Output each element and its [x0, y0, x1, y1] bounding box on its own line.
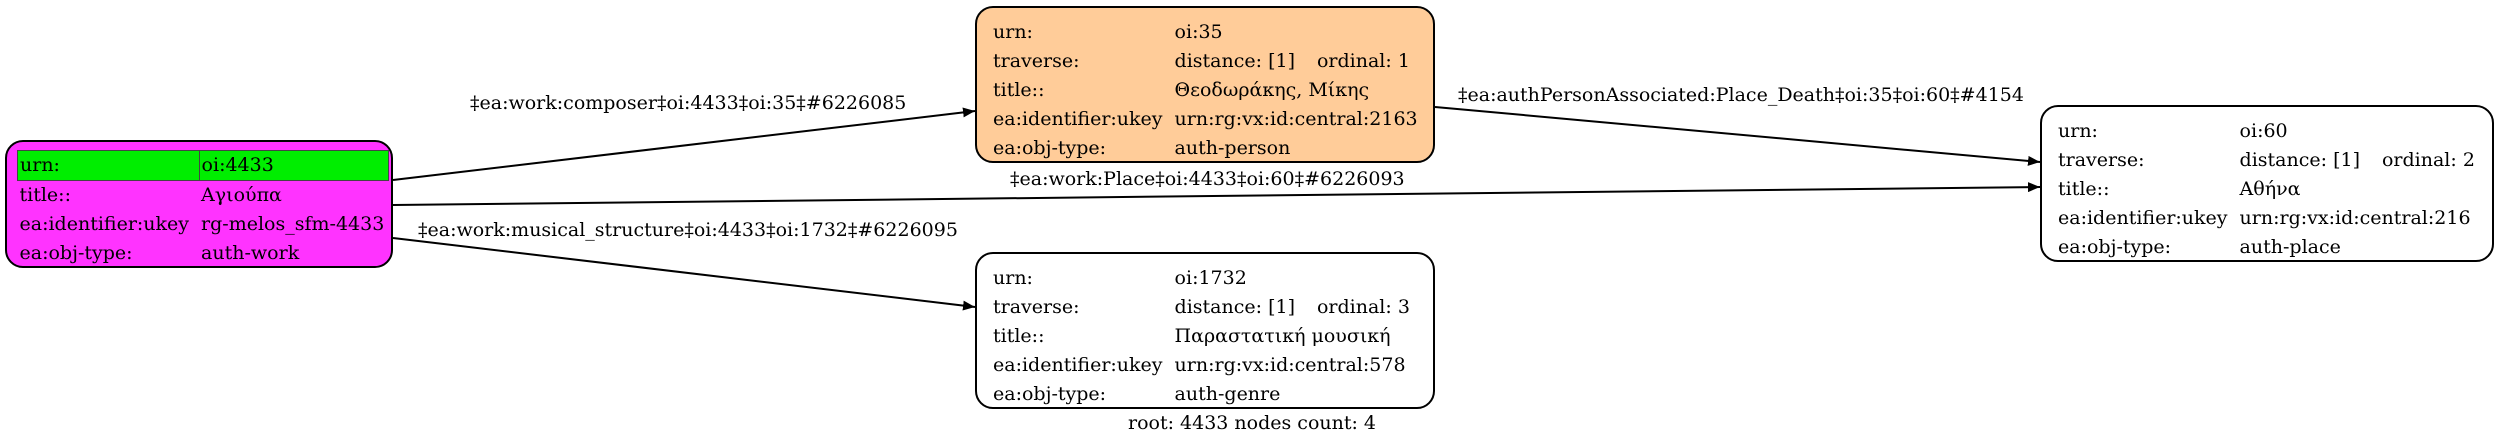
row-key: ea:obj-type: — [19, 242, 133, 264]
row-key: title:: — [2058, 178, 2110, 200]
node-place-table: urn: oi:60 traverse: distance: [1] ordina… — [2056, 117, 2479, 262]
node-genre-ukey-row: ea:identifier:ukey urn:rg:vx:id:central:… — [991, 351, 1414, 380]
graph-footer: root: 4433 nodes count: 4 — [1128, 412, 1377, 434]
node-genre[interactable]: urn: oi:1732 traverse: distance: [1] ordi… — [975, 252, 1435, 409]
row-value: Παραστατική μουσική — [1174, 325, 1391, 347]
node-root-table: urn: oi:4433 title:: Αγιούπα ea:identifi… — [17, 150, 389, 268]
row-key: ea:identifier:ukey — [993, 354, 1163, 376]
row-key: ea:obj-type: — [993, 383, 1107, 405]
node-root-work[interactable]: urn: oi:4433 title:: Αγιούπα ea:identifi… — [5, 140, 393, 268]
edge-label-composer: ‡ea:work:composer‡oi:4433‡oi:35‡#6226085 — [470, 92, 907, 114]
row-key: title:: — [993, 79, 1045, 101]
row-key: traverse: — [2058, 149, 2145, 171]
row-key: ea:identifier:ukey — [19, 213, 190, 235]
row-value: oi:1732 — [1174, 267, 1247, 289]
row-key: urn: — [2058, 120, 2098, 142]
traverse-distance: distance: [1] — [1174, 50, 1295, 72]
row-key: ea:obj-type: — [993, 137, 1107, 159]
node-root-objtype-row: ea:obj-type: auth-work — [18, 239, 389, 268]
node-genre-traverse-row: traverse: distance: [1] ordinal: 3 — [991, 293, 1414, 322]
edge-label-musical-structure: ‡ea:work:musical_structure‡oi:4433‡oi:17… — [418, 219, 958, 241]
row-key: ea:obj-type: — [2058, 236, 2172, 258]
node-person-urn-row: urn: oi:35 — [991, 18, 1422, 47]
node-genre-objtype-row: ea:obj-type: auth-genre — [991, 380, 1414, 409]
edge-composer — [392, 107, 976, 181]
row-key: traverse: — [993, 50, 1080, 72]
row-value: Αγιούπα — [201, 184, 282, 206]
node-genre-urn-row: urn: oi:1732 — [991, 264, 1414, 293]
row-value: distance: [1] ordinal: 2 — [2238, 146, 2479, 175]
node-place-urn-row: urn: oi:60 — [2056, 117, 2479, 146]
row-key: traverse: — [993, 296, 1080, 318]
node-place-ukey-row: ea:identifier:ukey urn:rg:vx:id:central:… — [2056, 204, 2479, 233]
node-person[interactable]: urn: oi:35 traverse: distance: [1] ordina… — [975, 6, 1435, 163]
node-root-urn-row: urn: oi:4433 — [17, 150, 389, 181]
node-genre-table: urn: oi:1732 traverse: distance: [1] ordi… — [991, 264, 1414, 409]
node-person-ukey-row: ea:identifier:ukey urn:rg:vx:id:central:… — [991, 105, 1422, 134]
row-key: ea:identifier:ukey — [2058, 207, 2228, 229]
row-key: ea:identifier:ukey — [993, 108, 1163, 130]
row-key: urn: — [993, 21, 1033, 43]
node-person-objtype-row: ea:obj-type: auth-person — [991, 134, 1422, 163]
traverse-ordinal: ordinal: 1 — [1316, 50, 1410, 72]
traverse-distance: distance: [1] — [2239, 149, 2360, 171]
traverse-distance: distance: [1] — [1174, 296, 1295, 318]
row-value: oi:60 — [2239, 120, 2288, 142]
edge-musical-structure — [392, 237, 976, 311]
node-root-title-row: title:: Αγιούπα — [18, 181, 389, 211]
edge-label-death-place: ‡ea:authPersonAssociated:Place_Death‡oi:… — [1458, 84, 2024, 106]
edge-label-place: ‡ea:work:Place‡oi:4433‡oi:60‡#6226093 — [1010, 168, 1405, 190]
row-key: title:: — [19, 184, 71, 206]
traverse-ordinal: ordinal: 3 — [1316, 296, 1410, 318]
node-person-table: urn: oi:35 traverse: distance: [1] ordina… — [991, 18, 1422, 163]
row-value: rg-melos_sfm-4433 — [201, 213, 385, 235]
traverse-ordinal: ordinal: 2 — [2381, 149, 2475, 171]
row-value: Αθήνα — [2239, 178, 2301, 200]
node-person-title-row: title:: Θεοδωράκης, Μίκης — [991, 76, 1422, 105]
row-value: auth-place — [2239, 236, 2341, 258]
node-place-title-row: title:: Αθήνα — [2056, 175, 2479, 204]
row-value: distance: [1] ordinal: 1 — [1173, 47, 1422, 76]
row-value: urn:rg:vx:id:central:2163 — [1174, 108, 1418, 130]
row-key: urn: — [993, 267, 1033, 289]
row-value: urn:rg:vx:id:central:578 — [1174, 354, 1406, 376]
row-value: auth-person — [1174, 137, 1291, 159]
row-value: urn:rg:vx:id:central:216 — [2239, 207, 2471, 229]
node-root-ukey-row: ea:identifier:ukey rg-melos_sfm-4433 — [18, 210, 389, 239]
node-place-objtype-row: ea:obj-type: auth-place — [2056, 233, 2479, 262]
row-value: distance: [1] ordinal: 3 — [1173, 293, 1414, 322]
node-genre-title-row: title:: Παραστατική μουσική — [991, 322, 1414, 351]
edge-place — [392, 182, 2041, 206]
row-key: urn: — [17, 150, 200, 181]
node-place[interactable]: urn: oi:60 traverse: distance: [1] ordina… — [2040, 105, 2494, 262]
row-value: auth-work — [201, 242, 300, 264]
node-person-traverse-row: traverse: distance: [1] ordinal: 1 — [991, 47, 1422, 76]
row-value: auth-genre — [1174, 383, 1281, 405]
row-value: Θεοδωράκης, Μίκης — [1174, 79, 1370, 101]
row-value: oi:4433 — [198, 150, 389, 181]
row-value: oi:35 — [1174, 21, 1223, 43]
edge-death-place — [1434, 106, 2041, 166]
row-key: title:: — [993, 325, 1045, 347]
node-place-traverse-row: traverse: distance: [1] ordinal: 2 — [2056, 146, 2479, 175]
